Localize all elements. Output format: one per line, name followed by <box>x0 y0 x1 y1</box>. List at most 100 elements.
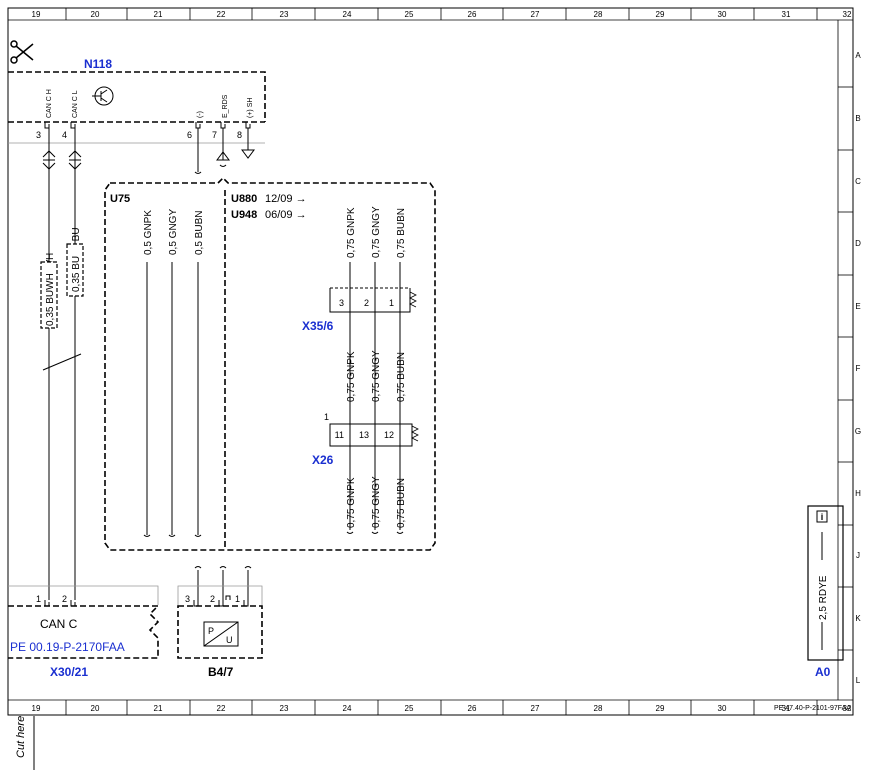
pin-number: 2 <box>210 594 215 604</box>
doc-reference: PE 47.40-P-2101-97FAA <box>774 705 851 712</box>
pressure-sensor-icon: P U <box>203 621 239 647</box>
a0-label: A0 <box>815 665 831 679</box>
col-label: 27 <box>531 704 540 713</box>
row-label: E <box>855 302 860 311</box>
col-label: 32 <box>843 10 852 19</box>
u948-label: U948 <box>231 209 257 221</box>
row-label: L <box>856 676 861 685</box>
x30-21-connector: 1 2 CAN C PE 00.19-P-2170FAA X30/21 <box>8 585 160 679</box>
pin-label: CAN C H <box>46 89 53 118</box>
col-label: 20 <box>91 10 100 19</box>
row-label: K <box>855 614 861 623</box>
col-label: 30 <box>718 10 727 19</box>
pin-number: 12 <box>384 430 394 440</box>
variant-block: U75 U880 12/09 → U948 06/09 → 0,5 GNPK 0… <box>104 176 436 551</box>
col-label: 32 <box>843 704 852 713</box>
col-label: 30 <box>718 704 727 713</box>
sensor-symbol-p: P <box>208 626 214 636</box>
wire-label: 0,75 BUBN <box>396 208 407 258</box>
pin-number: 1 <box>389 298 394 308</box>
pin-number: 2 <box>364 298 369 308</box>
col-label: 27 <box>531 10 540 19</box>
wire-label: 0,5 GNGY <box>168 209 179 255</box>
u75-label: U75 <box>110 193 130 205</box>
wire-label: 0,75 GNGY <box>371 350 382 402</box>
pin-number: 8 <box>237 130 242 140</box>
wire-label: 0,75 GNGY <box>371 476 382 528</box>
col-label: 24 <box>343 704 352 713</box>
pin-number: 7 <box>212 130 217 140</box>
row-ruler <box>838 86 853 651</box>
pin-label: E_RDS <box>222 94 229 118</box>
scissors-icon <box>10 40 34 64</box>
col-label: 25 <box>405 704 414 713</box>
row-label: J <box>856 551 860 560</box>
col-label: 19 <box>32 10 41 19</box>
cut-here-label: Cut here <box>15 716 27 758</box>
col-label: 28 <box>594 704 603 713</box>
col-label: 20 <box>91 704 100 713</box>
x26-label: X26 <box>312 453 334 467</box>
col-label: 28 <box>594 10 603 19</box>
x35-6-label: X35/6 <box>302 319 334 333</box>
col-label: 26 <box>468 10 477 19</box>
pin-number: 6 <box>187 130 192 140</box>
pin-number: 3 <box>339 298 344 308</box>
u880-date: 12/09 → <box>265 193 307 205</box>
wire-label: 0,5 BU <box>71 227 82 258</box>
top-column-labels: 19 20 21 22 23 24 25 26 27 28 29 30 31 3… <box>32 10 852 19</box>
pin-number: 3 <box>185 594 190 604</box>
col-label: 29 <box>656 10 665 19</box>
row-label: D <box>855 239 861 248</box>
pin-label: CAN C L <box>72 90 79 118</box>
pin-label: (-) <box>197 111 204 118</box>
a0-block: i 2,5 RDYE A0 <box>807 505 844 679</box>
col-label: 21 <box>154 10 163 19</box>
col-label: 23 <box>280 10 289 19</box>
row-label: C <box>855 177 861 186</box>
col-label: 21 <box>154 704 163 713</box>
sensor-symbol-u: U <box>226 635 233 645</box>
u880-label: U880 <box>231 193 257 205</box>
transistor-icon <box>92 86 114 106</box>
pin-number: 1 <box>235 594 240 604</box>
pin-number: 2 <box>62 594 67 604</box>
b4-7-sensor: 3 2 1 P U B4/7 <box>177 566 263 679</box>
drawing-frame <box>7 7 854 716</box>
wire-label: 0,75 GNGY <box>371 206 382 258</box>
u948-date: 06/09 → <box>265 209 307 221</box>
row-label: H <box>855 489 861 498</box>
row-label: B <box>855 114 860 123</box>
wire-label: 0,75 BUBN <box>396 478 407 528</box>
row-labels: A B C D E F G H J K L <box>855 51 861 685</box>
wire-label: 0,5 GNPK <box>143 210 154 255</box>
col-label: 31 <box>782 10 791 19</box>
info-icon[interactable]: i <box>816 510 828 523</box>
col-label: 22 <box>217 704 226 713</box>
wire-label: 2,5 RDYE <box>818 575 829 620</box>
col-label: 25 <box>405 10 414 19</box>
can-c-label: CAN C <box>40 617 78 631</box>
pin-number: 3 <box>36 130 41 140</box>
row-label: G <box>855 427 861 436</box>
info-icon-glyph: i <box>821 512 824 522</box>
wire-label: 0,75 GNPK <box>346 477 357 528</box>
pin-number: 13 <box>359 430 369 440</box>
pin-number: 1 <box>36 594 41 604</box>
pin-number: 11 <box>335 430 344 440</box>
wire-label: 0,35 BUWH <box>45 273 56 326</box>
x30-21-ref-link[interactable]: PE 00.19-P-2170FAA <box>10 640 125 654</box>
col-label: 19 <box>32 704 41 713</box>
pin-label: (+) SH <box>247 98 254 118</box>
col-label: 23 <box>280 704 289 713</box>
wire-label: 0,35 BU <box>71 256 82 292</box>
wire-label: 0,5 BUBN <box>194 211 205 255</box>
row-label: A <box>855 51 861 60</box>
wire-label: 0,75 BUBN <box>396 352 407 402</box>
bottom-column-labels: 19 20 21 22 23 24 25 26 27 28 29 30 31 3… <box>32 704 852 713</box>
x26-pin-label: 1 <box>324 412 329 422</box>
col-label: 22 <box>217 10 226 19</box>
wire-label: 0,75 GNPK <box>346 207 357 258</box>
pin-number: 4 <box>62 130 67 140</box>
